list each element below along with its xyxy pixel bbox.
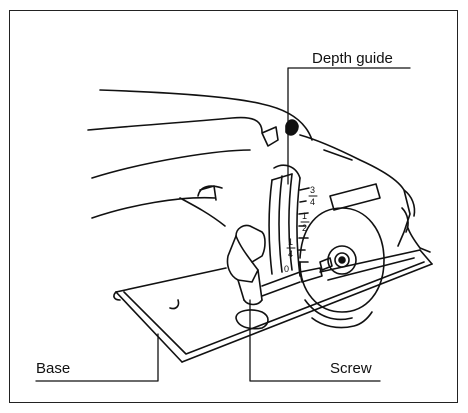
upper-blade-guard: [299, 134, 431, 253]
depth-guide-label: Depth guide: [312, 50, 393, 67]
svg-text:2: 2: [302, 223, 307, 233]
leader-lines: [35, 67, 411, 382]
saw-blade: [299, 207, 385, 329]
depth-lever: [226, 224, 323, 330]
screw-label: Screw: [330, 360, 372, 377]
scale-mark-quarter: 1 4: [286, 237, 296, 259]
scale-mark-three-quarter: 3 4: [308, 185, 318, 207]
motor-housing: [87, 89, 313, 227]
scale-mark-half: 1 2: [300, 211, 310, 233]
base-label: Base: [36, 360, 71, 377]
depth-guide: [268, 164, 310, 277]
depth-guide-leader: [287, 67, 411, 185]
scale-mark-zero: 0: [284, 264, 289, 274]
svg-text:1: 1: [302, 211, 307, 221]
base-plate: [113, 249, 433, 363]
depth-scale-labels: 3 4 1 2 1 4 0: [284, 185, 318, 274]
svg-text:3: 3: [310, 185, 315, 195]
svg-text:4: 4: [310, 197, 315, 207]
base-leader: [35, 333, 159, 382]
svg-text:4: 4: [288, 249, 293, 259]
screw-leader: [249, 299, 381, 382]
svg-text:1: 1: [288, 237, 293, 247]
figure-frame: [9, 10, 458, 403]
